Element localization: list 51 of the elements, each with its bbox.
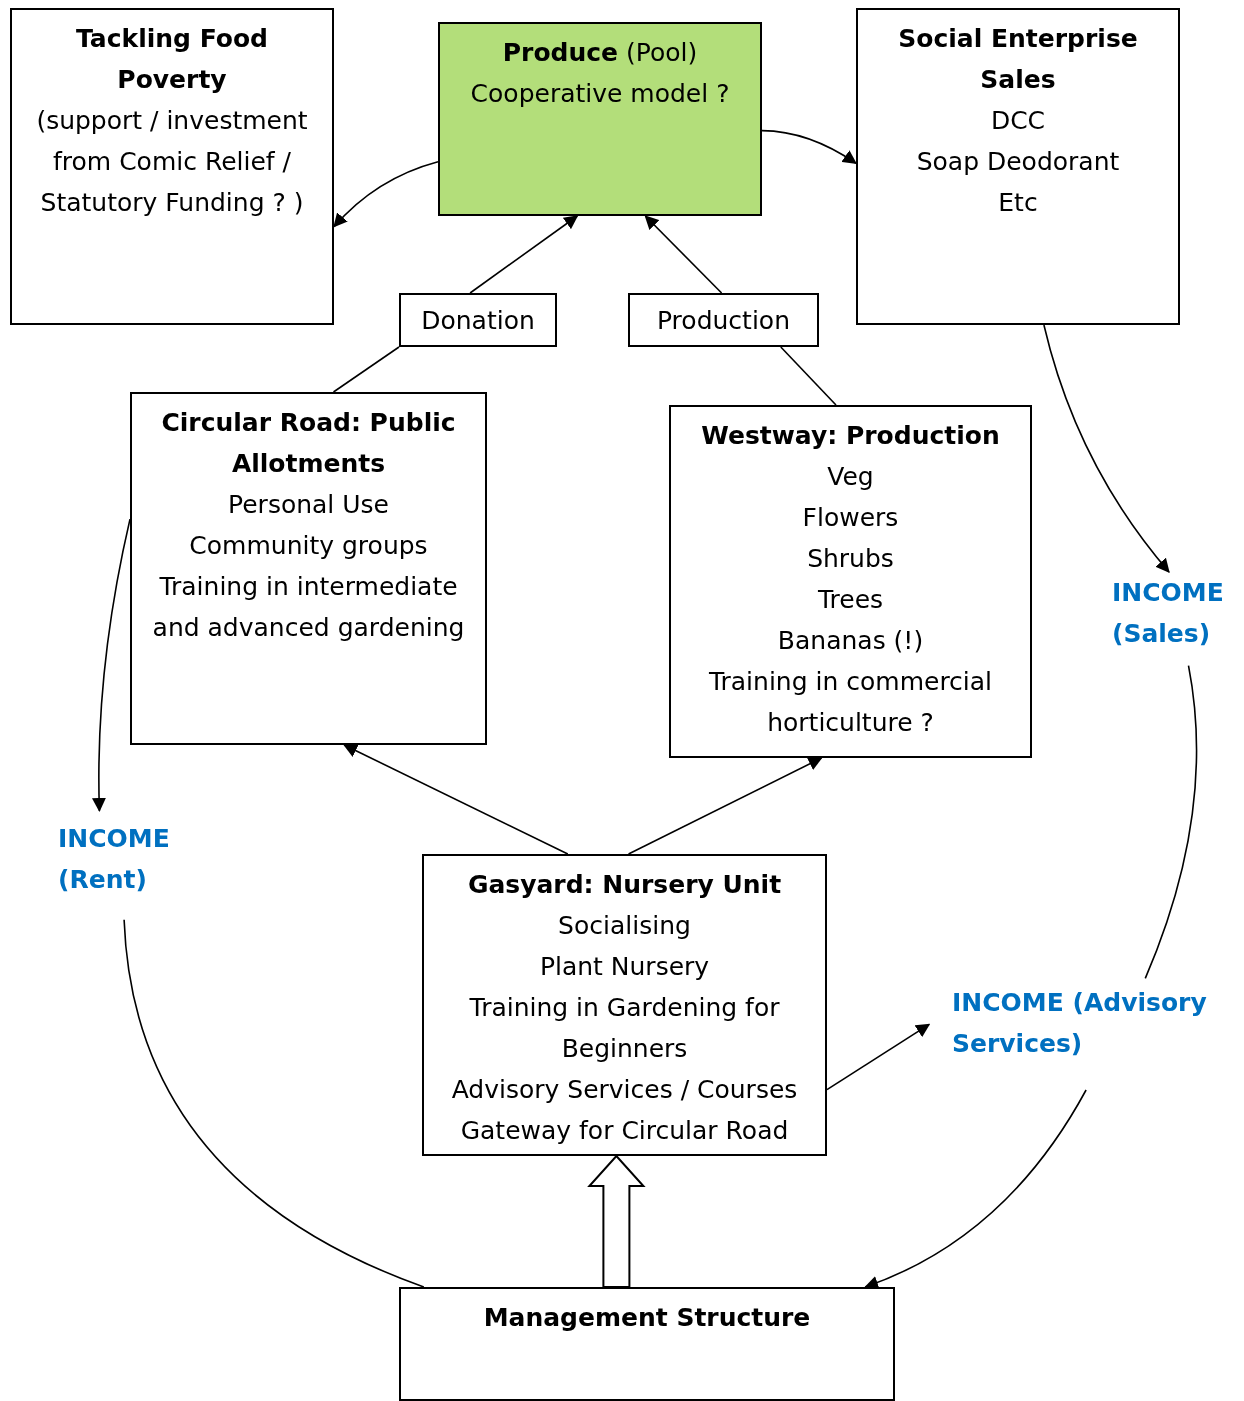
income-text: INCOME (Sales) [1112,577,1225,650]
box-heading: Circular Road: Public Allotments [160,407,457,480]
box-text: Training in intermediate and advanced gardening [151,571,466,644]
arrow [587,1154,646,1288]
box-heading: Gasyard: Nursery Unit [467,869,782,901]
label-box [399,293,557,347]
box-text: Personal Use [228,489,389,521]
arrow [644,215,723,294]
box-text: Gateway for Circular Road [460,1115,789,1147]
income-text: INCOME (Rent) [58,823,171,896]
box-text: DCC [990,105,1046,137]
box-text: Cooperative model ? [470,78,730,110]
arrow [864,1089,1087,1289]
arrow [333,160,439,228]
box-heading: Produce (Pool) [502,37,698,69]
arrow [627,757,823,855]
arrow [826,1023,931,1091]
text-box [399,1287,895,1401]
text-box [422,854,827,1156]
box-heading: Social Enterprise Sales [897,23,1139,96]
box-text: Flowers [802,502,899,534]
arrow [469,215,579,294]
box-text: Community groups [189,530,428,562]
box-text: Etc [998,187,1038,219]
box-text: (support / investment from Comic Relief / Statutory Funding ? ) [35,105,309,219]
box-text: Production [657,304,790,337]
box-text: Shrubs [807,543,894,575]
text-box [10,8,334,325]
box-text: Bananas (!) [777,625,924,657]
arrow [761,129,857,165]
text-box [669,405,1032,758]
box-text: Advisory Services / Courses [451,1074,798,1106]
label-box [628,293,819,347]
box-text: Trees [817,584,884,616]
box-text: Soap Deodorant [916,146,1120,178]
text-box [130,392,487,745]
box-text: Socialising [558,910,691,942]
highlight-box [438,22,762,216]
box-heading: Westway: Production [701,420,1000,452]
arrow [1043,324,1170,573]
box-text: Training in Gardening for Beginners [468,992,781,1065]
box-text: Veg [827,461,874,493]
box-text: Plant Nursery [539,951,710,983]
arrow [343,744,569,855]
text-box [856,8,1180,325]
box-text: Training in commercial horticulture ? [707,666,994,739]
box-heading: Management Structure [483,1302,811,1334]
box-text: Donation [421,304,535,337]
income-text: INCOME (Advisory Services) [952,987,1208,1060]
box-heading: Tackling Food Poverty [75,23,269,96]
arrow [92,518,131,812]
